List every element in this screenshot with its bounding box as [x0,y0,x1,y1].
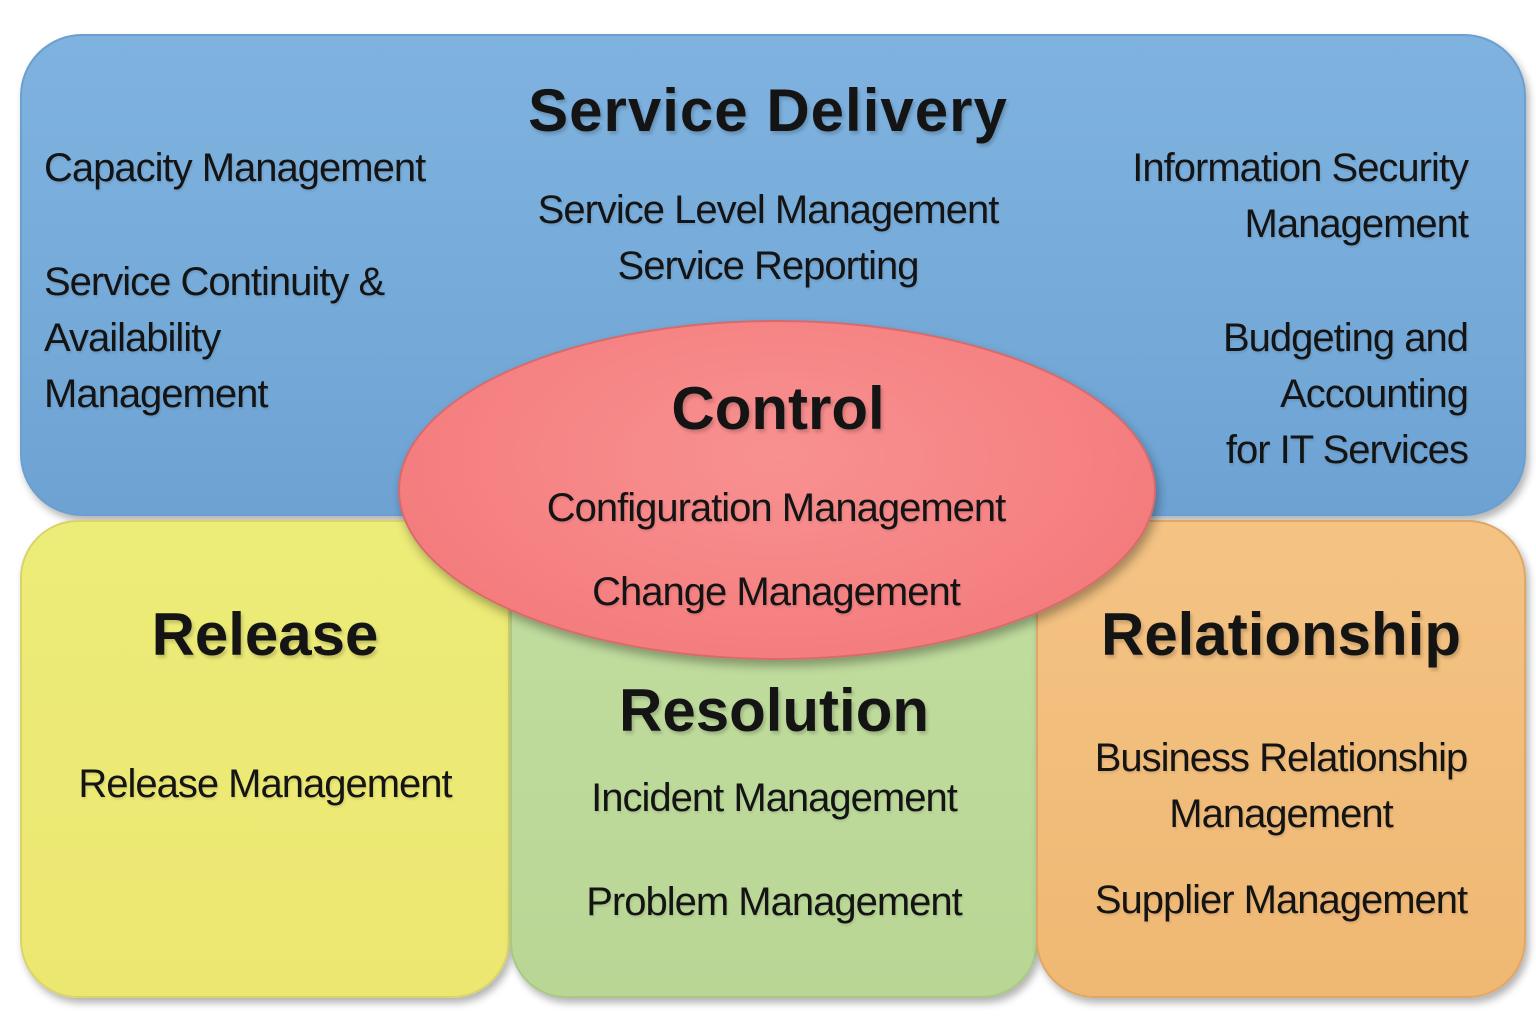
release-box [20,520,510,998]
capacity-management-label: Capacity Management [44,146,426,190]
control-ellipse [398,320,1156,660]
service-reporting-label: Service Reporting [617,244,920,288]
relationship-box [1036,520,1526,998]
relationship-title: Relationship [1100,601,1462,668]
resolution-title: Resolution [619,677,929,744]
business-relationship-label-line1: Business Relationship [1094,736,1469,780]
release-management-label: Release Management [78,762,452,806]
budgeting-label-line1: Budgeting and [1222,316,1469,360]
budgeting-label-line2: Accounting [1280,372,1469,416]
service-level-management-label: Service Level Management [537,188,1000,232]
change-management-label: Change Management [592,570,961,614]
business-relationship-label-line2: Management [1169,792,1393,836]
information-security-label-line2: Management [1244,202,1469,246]
control-title: Control [671,375,885,442]
supplier-management-label: Supplier Management [1094,878,1468,922]
release-title: Release [151,601,379,668]
service-continuity-label-line3: Management [44,372,268,416]
service-continuity-label-line2: Availability [44,316,221,360]
service-delivery-title: Service Delivery [528,77,1008,144]
service-continuity-label-line1: Service Continuity & [44,260,385,304]
problem-management-label: Problem Management [586,880,963,924]
configuration-management-label: Configuration Management [546,486,1007,530]
incident-management-label: Incident Management [591,776,958,820]
information-security-label-line1: Information Security [1132,146,1469,190]
budgeting-label-line3: for IT Services [1225,428,1469,472]
